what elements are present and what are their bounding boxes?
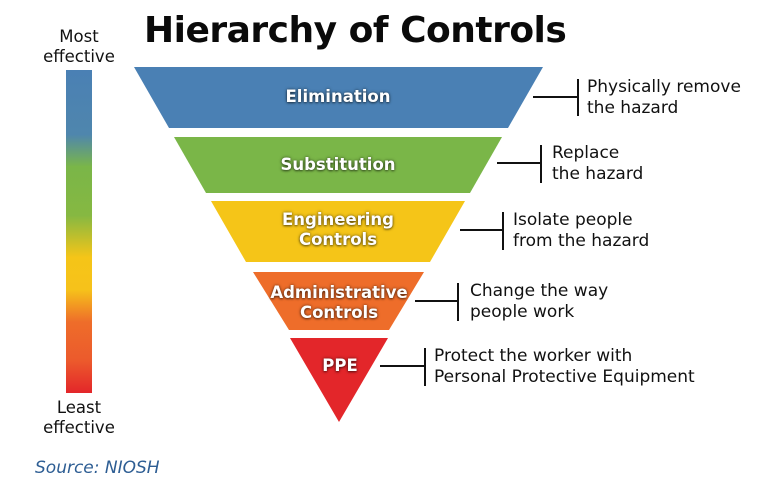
level-substitution-shape <box>174 137 502 193</box>
connector-engineering <box>460 212 504 250</box>
level-administrative-shape <box>253 272 424 330</box>
least-effective-line1: Least <box>56 398 102 417</box>
elimination-description-line2: the hazard <box>587 98 679 118</box>
level-engineering-label-line2: Controls <box>298 230 378 249</box>
level-substitution-label: Substitution <box>280 155 395 175</box>
diagram-title: Hierarchy of Controls <box>144 10 567 51</box>
most-effective-label: Most effective <box>24 27 134 67</box>
level-engineering-description: Isolate people from the hazard <box>513 210 649 252</box>
ppe-description-line2: Personal Protective Equipment <box>434 367 695 387</box>
level-administrative-label-line1: Administrative <box>270 283 408 302</box>
level-substitution-label-line1: Substitution <box>280 155 396 174</box>
connector-ppe <box>380 348 426 386</box>
level-administrative-label-line2: Controls <box>299 303 379 322</box>
level-engineering-shape <box>211 201 465 262</box>
level-engineering-label-line1: Engineering <box>282 210 394 229</box>
least-effective-line2: effective <box>43 418 115 437</box>
level-elimination-description: Physically remove the hazard <box>587 77 741 119</box>
most-effective-line1: Most <box>59 27 99 46</box>
level-engineering-label: Engineering Controls <box>282 210 394 250</box>
substitution-description-line2: the hazard <box>552 164 644 184</box>
level-substitution-description: Replace the hazard <box>552 143 643 185</box>
administrative-description-line1: Change the way <box>470 281 609 301</box>
connector-substitution <box>497 145 542 183</box>
connector-administrative <box>415 283 459 321</box>
engineering-description-line2: from the hazard <box>513 231 650 251</box>
most-effective-line2: effective <box>43 47 115 66</box>
level-elimination-label-line1: Elimination <box>285 87 391 106</box>
engineering-description-line1: Isolate people <box>513 210 633 230</box>
ppe-description-line1: Protect the worker with <box>434 346 633 366</box>
least-effective-label: Least effective <box>24 398 134 438</box>
elimination-description-line1: Physically remove <box>587 77 741 97</box>
substitution-description-line1: Replace <box>552 143 620 163</box>
level-ppe-shape <box>290 338 388 422</box>
level-ppe-description: Protect the worker with Personal Protect… <box>434 346 695 388</box>
level-administrative-description: Change the way people work <box>470 281 608 323</box>
level-elimination-label: Elimination <box>286 87 391 107</box>
level-ppe-label: PPE <box>322 356 357 376</box>
level-elimination-shape <box>134 67 543 128</box>
source-citation: Source: NIOSH <box>35 458 160 478</box>
effectiveness-gradient-bar <box>66 70 92 393</box>
level-administrative-label: Administrative Controls <box>270 283 407 323</box>
connector-elimination <box>533 79 579 116</box>
level-ppe-label-line1: PPE <box>322 356 358 375</box>
administrative-description-line2: people work <box>470 302 575 322</box>
